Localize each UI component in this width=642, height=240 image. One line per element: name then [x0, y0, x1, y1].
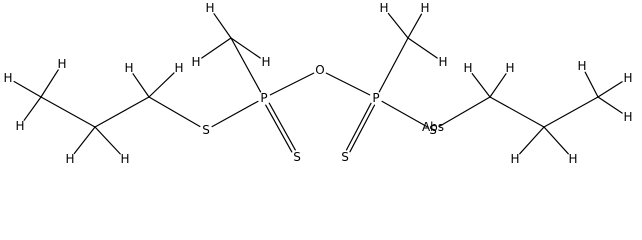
bond-C1-H3 — [40, 69, 59, 98]
atom-label-h8: H — [205, 1, 214, 15]
bond-P2-S3-line-2 — [345, 102, 372, 151]
atom-label-h16: H — [510, 152, 519, 166]
atom-label-s3: S — [341, 150, 349, 164]
bond-C4-H9 — [201, 37, 232, 59]
atom-label-h20: H — [623, 110, 632, 124]
bond-S4-C6 — [438, 96, 491, 128]
atom-label-h9: H — [191, 55, 200, 69]
atom-label-h15: H — [505, 61, 514, 75]
atom-label-s1: S — [202, 123, 210, 137]
atom-label-s4: S — [429, 123, 437, 137]
bond-C8-H20 — [597, 96, 623, 114]
atom-label-h5: H — [120, 152, 129, 166]
bond-C4-H10 — [230, 37, 261, 59]
bond-P2-C5 — [378, 37, 409, 93]
atom-label-p2: P — [372, 91, 379, 105]
bond-P1-O1 — [269, 72, 315, 96]
bond-C1-H2 — [23, 96, 42, 121]
bond-C7-H17 — [543, 126, 569, 155]
bond-C8-H19 — [597, 81, 623, 98]
bond-C7-H16 — [519, 126, 545, 155]
bond-C5-H11 — [387, 12, 409, 39]
bond-C6-H15 — [489, 73, 507, 98]
atom-label-h11: H — [379, 1, 388, 15]
atom-label-o1: O — [315, 63, 324, 77]
bond-P1-S2-line-1 — [268, 102, 296, 151]
atom-label-abs: Abs — [422, 120, 444, 134]
bond-C5-H12 — [407, 37, 438, 59]
bond-S1-P1 — [211, 100, 259, 128]
atom-label-p1: P — [260, 91, 267, 105]
atom-label-h2: H — [15, 119, 24, 133]
bond-C5-H13 — [407, 13, 423, 39]
atom-label-h6: H — [124, 61, 133, 75]
bond-C7-C8 — [543, 96, 599, 128]
atom-label-h17: H — [568, 152, 577, 166]
bond-C3-H7 — [148, 72, 175, 98]
bond-C2-H4 — [73, 126, 96, 155]
atom-label-h19: H — [623, 71, 632, 85]
atom-label-h12: H — [438, 55, 447, 69]
bond-C1-H1 — [13, 80, 42, 98]
bond-C2-H5 — [94, 126, 121, 155]
atom-label-h14: H — [463, 61, 472, 75]
bond-P2-S3-line-1 — [349, 104, 376, 153]
atom-label-h7: H — [174, 61, 183, 75]
bond-P1-S2-line-2 — [265, 104, 293, 153]
bond-C6-H14 — [471, 72, 491, 98]
bond-O1-P2 — [325, 72, 371, 96]
bond-P2-S4 — [381, 100, 428, 128]
bond-C3-H6 — [132, 73, 150, 98]
atom-label-s2: S — [293, 150, 301, 164]
atom-label-h3: H — [57, 57, 66, 71]
bond-C8-H18 — [584, 71, 599, 98]
atom-label-h18: H — [577, 59, 586, 73]
bond-C6-C7 — [489, 96, 545, 128]
bond-P1-C4 — [230, 37, 262, 93]
bond-C3-S1 — [148, 96, 201, 128]
atom-label-h13: H — [420, 1, 429, 15]
atom-label-h10: H — [261, 55, 270, 69]
atom-label-h4: H — [65, 152, 74, 166]
bonds-layer — [13, 12, 623, 155]
bond-C4-H8 — [213, 13, 232, 39]
bond-C2-C3 — [94, 96, 150, 128]
atom-label-h1: H — [3, 71, 12, 85]
bond-C1-C2 — [40, 96, 96, 128]
